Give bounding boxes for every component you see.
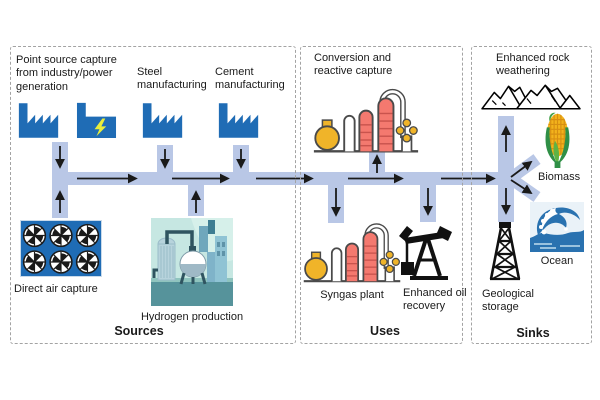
oil-pumpjack-icon	[398, 223, 456, 281]
cement-factory-icon	[216, 99, 262, 140]
ocean-wave-icon	[530, 202, 584, 252]
cement-label: Cement manufacturing	[215, 66, 285, 92]
eor-label: Enhanced oil recovery	[403, 287, 467, 313]
uses-section-label: Uses	[370, 324, 400, 338]
sources-zone	[10, 46, 296, 344]
factory-icon	[16, 99, 62, 140]
dac-label: Direct air capture	[14, 283, 98, 295]
sinks-zone	[471, 46, 592, 344]
point-source-label: Point source capture from industry/power…	[16, 54, 117, 93]
hydrogen-label: Hydrogen production	[140, 311, 244, 323]
corn-biomass-icon	[542, 108, 573, 168]
biomass-label: Biomass	[538, 171, 581, 183]
syngas-plant-icon	[302, 223, 402, 285]
ocean-label: Ocean	[540, 255, 574, 267]
rock-weathering-label: Enhanced rock weathering	[496, 52, 570, 78]
flow-arrows	[55, 125, 533, 217]
drilling-derrick-icon	[484, 220, 526, 284]
power-plant-icon	[74, 99, 119, 140]
sources-section-label: Sources	[114, 324, 164, 338]
geological-storage-label: Geological storage	[482, 288, 534, 314]
mountains-icon	[480, 82, 582, 111]
sinks-section-label: Sinks	[516, 326, 550, 340]
uses-zone	[300, 46, 463, 344]
steel-factory-icon	[140, 99, 186, 140]
direct-air-capture-icon	[20, 220, 102, 277]
syngas-label: Syngas plant	[320, 289, 384, 301]
hydrogen-production-icon	[151, 218, 233, 306]
conversion-label: Conversion and reactive capture	[314, 52, 393, 78]
steel-label: Steel manufacturing	[137, 66, 207, 92]
conversion-plant-icon	[312, 88, 420, 156]
